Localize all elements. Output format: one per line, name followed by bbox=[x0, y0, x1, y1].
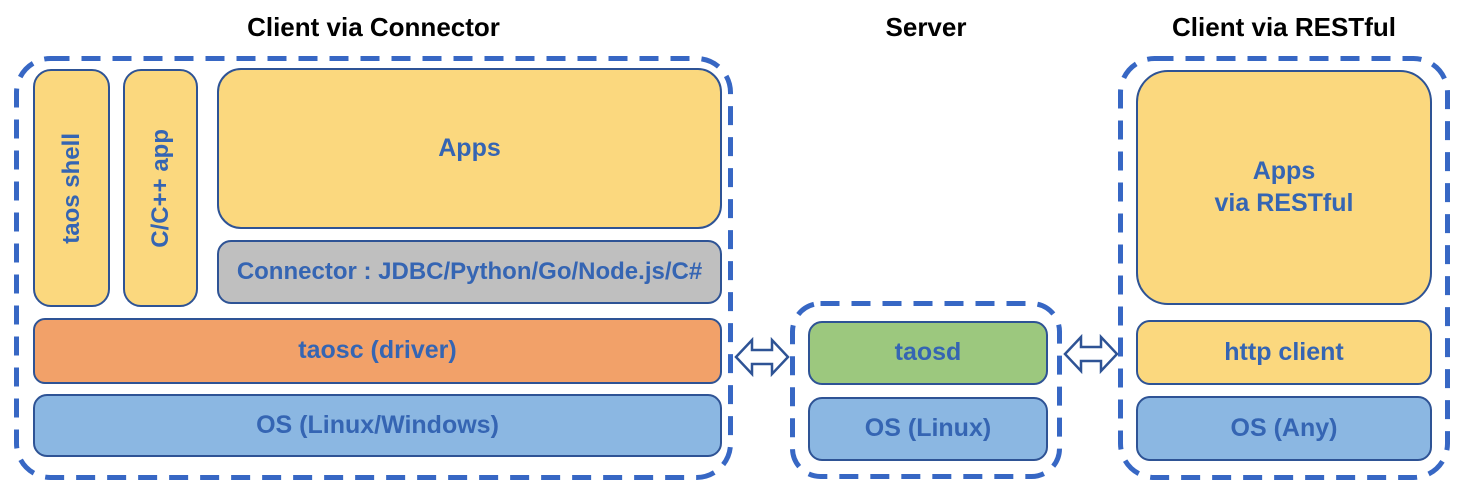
apps-via-restful-line1: Apps bbox=[1252, 157, 1316, 186]
os-linux-label: OS (Linux) bbox=[864, 414, 992, 443]
os-any-box: OS (Any) bbox=[1136, 396, 1432, 461]
os-any-label: OS (Any) bbox=[1230, 413, 1338, 442]
http-client-box: http client bbox=[1136, 320, 1432, 385]
taosd-label: taosd bbox=[894, 338, 962, 367]
cpp-app-box: C/C++ app bbox=[123, 69, 198, 307]
apps-via-restful-line2: via RESTful bbox=[1214, 188, 1354, 217]
os-linux-windows-label: OS (Linux/Windows) bbox=[256, 410, 499, 439]
taosd-box: taosd bbox=[808, 321, 1048, 385]
apps-label: Apps bbox=[438, 133, 501, 162]
server-dashed-container bbox=[790, 301, 1062, 479]
cpp-app-label: C/C++ app bbox=[146, 128, 174, 248]
client-restful-dashed-container bbox=[1118, 56, 1450, 480]
connector-label: Connector : JDBC/Python/Go/Node.js/C# bbox=[236, 258, 703, 285]
left-double-arrow-icon bbox=[734, 336, 790, 378]
taos-shell-label: taos shell bbox=[57, 132, 85, 244]
client-restful-title: Client via RESTful bbox=[1172, 12, 1396, 42]
taosc-driver-label: taosc (driver) bbox=[298, 336, 457, 365]
right-double-arrow-icon bbox=[1063, 333, 1119, 375]
client-connector-dashed-container bbox=[14, 56, 733, 480]
taos-shell-box: taos shell bbox=[33, 69, 110, 307]
os-linux-windows-box: OS (Linux/Windows) bbox=[33, 394, 722, 457]
http-client-label: http client bbox=[1224, 337, 1344, 366]
apps-via-restful-box: Apps via RESTful bbox=[1136, 70, 1432, 305]
apps-box: Apps bbox=[217, 68, 722, 229]
apps-via-restful-label: Apps via RESTful bbox=[1215, 156, 1354, 219]
server-title: Server bbox=[885, 12, 967, 42]
os-linux-box: OS (Linux) bbox=[808, 397, 1048, 461]
client-connector-title: Client via Connector bbox=[247, 12, 500, 42]
connector-box: Connector : JDBC/Python/Go/Node.js/C# bbox=[217, 240, 722, 304]
taosc-driver-box: taosc (driver) bbox=[33, 318, 722, 384]
